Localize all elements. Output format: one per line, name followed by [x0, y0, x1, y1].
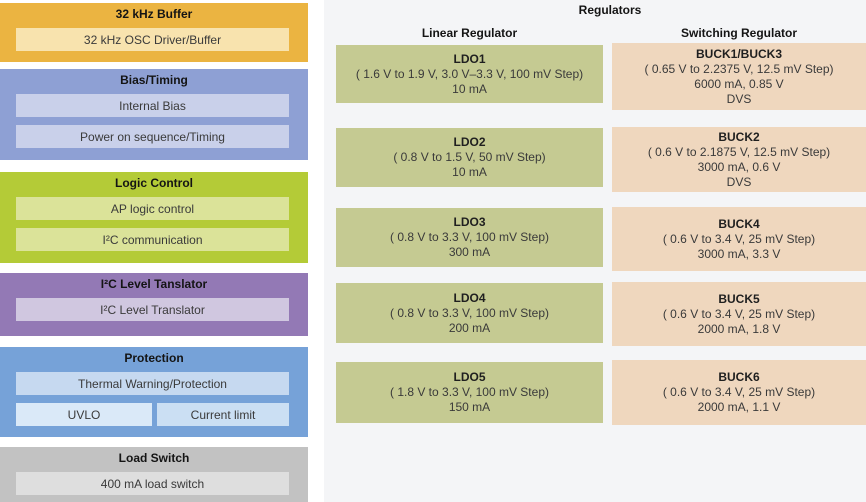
reg-range: ( 0.8 V to 3.3 V, 100 mV Step)	[390, 230, 549, 244]
block-item-i2c-communication: I²C communication	[16, 228, 289, 251]
reg-box-ldo3: LDO3 ( 0.8 V to 3.3 V, 100 mV Step) 300 …	[336, 208, 603, 267]
reg-current: 6000 mA, 0.85 V	[694, 76, 784, 91]
regulators-title: Regulators	[578, 3, 642, 17]
reg-current: 10 mA	[452, 81, 487, 96]
reg-name: BUCK6	[718, 370, 760, 384]
reg-box-ldo4: LDO4 ( 0.8 V to 3.3 V, 100 mV Step) 200 …	[336, 283, 603, 343]
block-item-power-on-sequence: Power on sequence/Timing	[16, 125, 289, 148]
reg-box-buck1-buck3: BUCK1/BUCK3 ( 0.65 V to 2.2375 V, 12.5 m…	[612, 43, 866, 110]
block-title: I²C Level Tanslator	[100, 277, 208, 291]
reg-range: ( 0.6 V to 2.1875 V, 12.5 mV Step)	[647, 144, 831, 159]
block-bias-timing: Bias/Timing Internal Bias Power on seque…	[0, 69, 308, 160]
reg-current: 3000 mA, 3.3 V	[697, 246, 781, 261]
reg-range: ( 1.8 V to 3.3 V, 100 mV Step)	[390, 385, 549, 399]
block-item-thermal-warning: Thermal Warning/Protection	[16, 372, 289, 395]
reg-range: ( 0.6 V to 3.4 V, 25 mV Step)	[662, 231, 816, 246]
function-blocks-column: 32 kHz Buffer 32 kHz OSC Driver/Buffer B…	[0, 0, 308, 502]
block-i2c-level-translator: I²C Level Tanslator I²C Level Translator	[0, 273, 308, 336]
reg-box-ldo5: LDO5 ( 1.8 V to 3.3 V, 100 mV Step) 150 …	[336, 362, 603, 423]
reg-current: 150 mA	[448, 400, 491, 414]
block-protection: Protection Thermal Warning/Protection UV…	[0, 347, 308, 437]
reg-dvs: DVS	[726, 174, 752, 189]
block-32khz-buffer: 32 kHz Buffer 32 kHz OSC Driver/Buffer	[0, 3, 308, 62]
block-item-i2c-level-translator: I²C Level Translator	[16, 298, 289, 321]
reg-range: ( 0.8 V to 1.5 V, 50 mV Step)	[393, 150, 546, 164]
reg-box-buck5: BUCK5 ( 0.6 V to 3.4 V, 25 mV Step) 2000…	[612, 282, 866, 346]
block-item-uvlo: UVLO	[16, 403, 152, 426]
reg-current: 2000 mA, 1.1 V	[697, 400, 781, 414]
reg-current: 3000 mA, 0.6 V	[697, 159, 781, 174]
block-title: Protection	[124, 351, 184, 365]
reg-box-ldo2: LDO2 ( 0.8 V to 1.5 V, 50 mV Step) 10 mA	[336, 128, 603, 187]
reg-name: BUCK1/BUCK3	[695, 46, 782, 61]
reg-name: BUCK4	[718, 216, 760, 231]
reg-range: ( 1.6 V to 1.9 V, 3.0 V–3.3 V, 100 mV St…	[355, 66, 584, 81]
reg-name: LDO5	[453, 370, 486, 384]
reg-range: ( 0.6 V to 3.4 V, 25 mV Step)	[662, 385, 816, 399]
block-title: Load Switch	[118, 451, 190, 465]
reg-current: 300 mA	[448, 245, 491, 259]
block-logic-control: Logic Control AP logic control I²C commu…	[0, 172, 308, 263]
block-title: 32 kHz Buffer	[115, 7, 193, 21]
reg-range: ( 0.8 V to 3.3 V, 100 mV Step)	[390, 305, 549, 320]
reg-dvs: DVS	[726, 91, 752, 106]
regulators-panel: Regulators Linear Regulator Switching Re…	[324, 0, 866, 502]
switching-regulator-header: Switching Regulator	[680, 26, 797, 40]
block-load-switch: Load Switch 400 mA load switch	[0, 447, 308, 502]
reg-name: BUCK5	[718, 291, 760, 306]
reg-current: 2000 mA, 1.8 V	[697, 321, 781, 336]
reg-name: LDO2	[453, 135, 486, 149]
protection-split-row: UVLO Current limit	[16, 403, 289, 426]
reg-box-buck2: BUCK2 ( 0.6 V to 2.1875 V, 12.5 mV Step)…	[612, 127, 866, 192]
reg-name: LDO3	[453, 215, 486, 229]
block-title: Bias/Timing	[120, 73, 188, 87]
reg-range: ( 0.65 V to 2.2375 V, 12.5 mV Step)	[644, 61, 834, 76]
reg-range: ( 0.6 V to 3.4 V, 25 mV Step)	[662, 306, 816, 321]
block-item-ap-logic-control: AP logic control	[16, 197, 289, 220]
reg-box-buck4: BUCK4 ( 0.6 V to 3.4 V, 25 mV Step) 3000…	[612, 207, 866, 271]
reg-current: 10 mA	[452, 165, 487, 179]
reg-box-ldo1: LDO1 ( 1.6 V to 1.9 V, 3.0 V–3.3 V, 100 …	[336, 45, 603, 103]
block-title: Logic Control	[115, 176, 193, 190]
reg-name: BUCK2	[718, 129, 760, 144]
block-item-load-switch: 400 mA load switch	[16, 472, 289, 495]
linear-regulator-header: Linear Regulator	[421, 26, 518, 40]
block-item-osc-driver-buffer: 32 kHz OSC Driver/Buffer	[16, 28, 289, 51]
reg-current: 200 mA	[448, 320, 491, 335]
block-item-current-limit: Current limit	[157, 403, 289, 426]
block-item-internal-bias: Internal Bias	[16, 94, 289, 117]
reg-name: LDO4	[453, 290, 486, 305]
reg-box-buck6: BUCK6 ( 0.6 V to 3.4 V, 25 mV Step) 2000…	[612, 360, 866, 425]
reg-name: LDO1	[453, 51, 486, 66]
